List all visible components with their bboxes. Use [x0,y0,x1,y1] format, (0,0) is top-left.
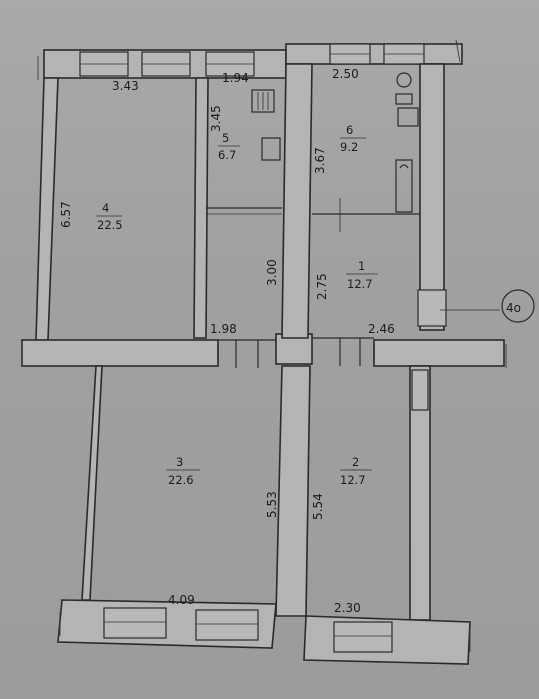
room-5-area: 6.7 [218,148,236,162]
room-6-number: 6 [346,123,353,137]
axis-marker-circle [501,289,535,323]
axis-markers: 4o [21,39,535,652]
right-wall-upper [417,63,447,331]
dim-room2-depth: 5.54 [311,493,325,520]
dim-hall-width: 1.98 [210,322,237,336]
room-labels: 4 22.5 5 6.7 6 9.2 1 12.7 3 22.6 2 12.7 [96,123,378,487]
lower-walls [57,365,471,665]
dim-room3-depth: 5.53 [265,491,279,518]
dim-room5-width: 1.94 [222,71,249,85]
dim-corridor-depth: 3.00 [265,259,279,286]
toilet-icon [396,72,412,88]
room-4-number: 4 [102,201,109,215]
axis-marker-label: 4o [506,301,521,315]
room-2-area: 12.7 [340,473,366,487]
dim-room5-depth: 3.45 [209,105,223,132]
sink-icon [261,137,281,161]
room-4-area: 22.5 [97,218,123,232]
left-wall-upper [35,77,59,341]
dim-room4-width: 3.43 [112,79,139,93]
stove-icon [251,89,275,113]
room-1-area: 12.7 [347,277,373,291]
dim-room1-depth: 2.75 [315,273,329,300]
room-6-area: 9.2 [340,140,358,154]
dim-room4-depth: 6.57 [59,201,73,228]
middle-wall [21,333,505,368]
dim-room3-width: 4.09 [168,593,195,607]
dim-room6-width: 2.50 [332,67,359,81]
room-5-number: 5 [222,131,229,145]
dimension-labels: 3.43 1.94 2.50 3.45 3.67 6.57 3.00 2.75 … [59,67,395,615]
dim-room2-width: 2.30 [334,601,361,615]
room-1-number: 1 [358,259,365,273]
fixtures [251,72,419,213]
room-2-number: 2 [352,455,359,469]
washbasin-icon [397,107,419,127]
bathtub-icon [395,159,413,213]
room-3-number: 3 [176,455,183,469]
room-3-area: 22.6 [168,473,194,487]
dim-room6-depth: 3.67 [313,147,327,174]
dim-room1-width: 2.46 [368,322,395,336]
top-wall [43,43,463,79]
interior-walls-upper [193,63,420,339]
